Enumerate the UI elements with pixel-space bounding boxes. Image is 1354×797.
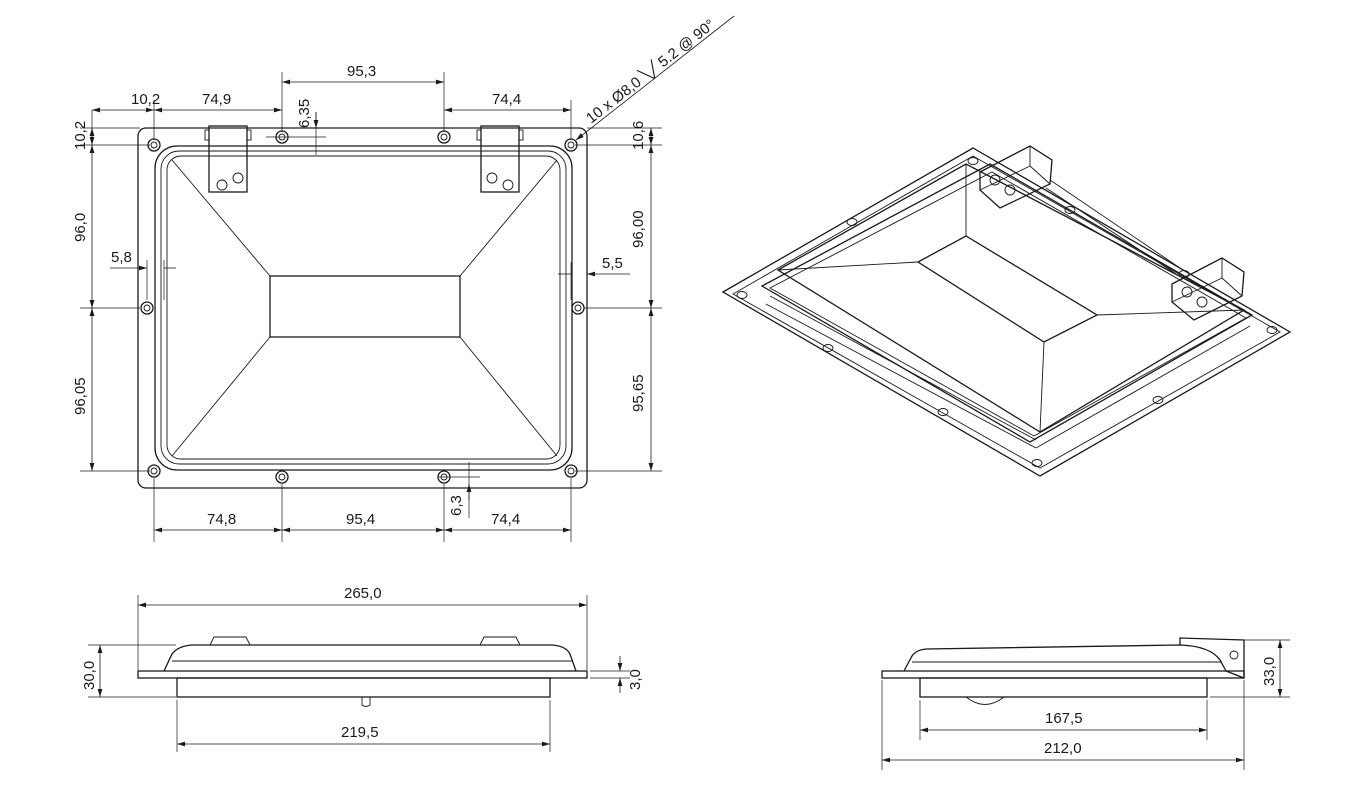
side-hinge-right <box>479 636 521 646</box>
iso-edge <box>1096 309 1245 316</box>
hinge-right <box>476 125 524 193</box>
diagonal-line <box>171 159 271 277</box>
dim-top-5: 6,35 <box>296 99 313 128</box>
dim-end-height: 33,0 <box>1261 657 1278 686</box>
dim-bottom-1: 74,8 <box>207 511 236 528</box>
hinge-left <box>204 125 252 193</box>
diagonal-line <box>171 336 271 457</box>
iso-lid-base <box>760 163 1254 443</box>
hole <box>140 301 154 315</box>
side-latch <box>361 697 371 707</box>
dim-top-2: 74,9 <box>202 91 231 108</box>
iso-lid-rim <box>769 171 1247 437</box>
iso-lid-side <box>1035 325 1251 449</box>
leader-line <box>575 15 735 141</box>
dim-right-2: 96,00 <box>630 210 647 248</box>
iso-hinge-left <box>979 145 1053 209</box>
dim-right-3: 5,5 <box>602 255 623 272</box>
end-latch <box>965 696 1005 705</box>
dim-left-2: 96,0 <box>72 213 89 242</box>
mounting-holes <box>140 130 585 484</box>
diagonal-line <box>459 159 558 277</box>
iso-lid-side <box>769 295 1037 441</box>
dim-side-flange: 3,0 <box>627 669 644 690</box>
iso-hinge-rod <box>1045 187 1177 275</box>
dim-end-width: 212,0 <box>1044 740 1082 757</box>
dim-bottom-4: 6,3 <box>448 495 465 516</box>
lid-inner-outline <box>160 150 567 465</box>
iso-hinge-right <box>1171 257 1245 321</box>
dim-right-4: 95,65 <box>630 374 647 412</box>
side-flange <box>137 670 588 679</box>
end-view: 33,0 167,5 212,0 <box>881 637 1290 770</box>
side-base <box>176 677 551 698</box>
end-flange <box>881 670 1245 679</box>
hole <box>571 301 585 315</box>
iso-flange <box>721 147 1292 477</box>
dim-left-3: 5,8 <box>111 249 132 266</box>
iso-flange-inner <box>732 155 1281 469</box>
center-panel <box>269 275 461 338</box>
dim-left-4: 96,05 <box>72 377 89 415</box>
iso-edge <box>777 261 919 271</box>
side-hinge-left <box>209 636 251 646</box>
end-lid <box>903 644 1227 672</box>
dim-top-3: 95,3 <box>347 63 376 80</box>
dim-bottom-2: 95,4 <box>346 511 375 528</box>
dim-end-inner: 167,5 <box>1045 710 1083 727</box>
iso-lid-side <box>765 303 1037 449</box>
iso-edge <box>1039 341 1045 433</box>
dim-top-1: 10,2 <box>131 91 160 108</box>
side-lid <box>163 644 577 672</box>
dim-left-1: 10,2 <box>72 121 89 150</box>
dim-side-width: 265,0 <box>344 585 382 602</box>
end-hinge-pin <box>1229 650 1239 660</box>
isometric-view <box>721 145 1292 477</box>
end-base <box>919 677 1208 698</box>
end-hinge <box>1179 637 1245 679</box>
dim-top-4: 74,4 <box>492 91 521 108</box>
dim-side-height: 30,0 <box>81 661 98 690</box>
dim-side-inner: 219,5 <box>341 724 379 741</box>
front-view: 10,2 74,9 95,3 74,4 6,35 10 x Ø8,0 ╲╱ 5.… <box>72 15 735 542</box>
iso-center-panel <box>916 235 1099 343</box>
diagonal-line <box>459 336 558 457</box>
flange-outline <box>137 127 588 489</box>
lid-outline <box>154 145 573 471</box>
hole <box>437 130 451 144</box>
hole <box>275 470 289 484</box>
iso-holes <box>736 157 1278 467</box>
iso-hinge-rod <box>1049 179 1181 269</box>
lid-rim <box>166 155 561 460</box>
side-view: 265,0 30,0 3,0 219,5 <box>81 585 644 752</box>
dim-bottom-3: 74,4 <box>491 511 520 528</box>
dim-right-1: 10,6 <box>630 121 647 150</box>
hole-callout: 10 x Ø8,0 ╲╱ 5.2 @ 90° <box>582 15 718 127</box>
